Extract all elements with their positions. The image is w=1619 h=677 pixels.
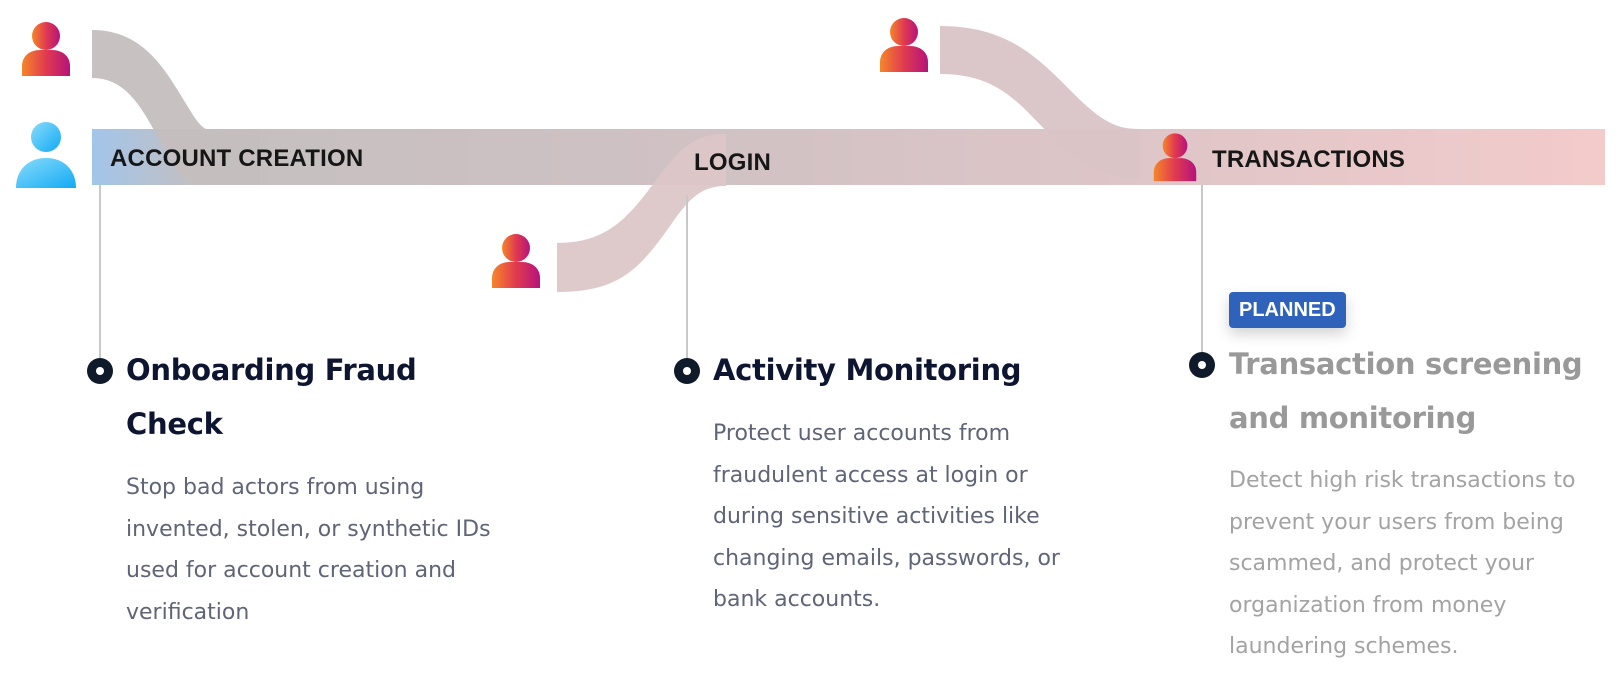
card-description-line: verification	[126, 599, 250, 625]
stage-label-account-creation: ACCOUNT CREATION	[110, 145, 364, 172]
card-description-line: changing emails, passwords, or	[713, 545, 1060, 571]
journey-band	[92, 129, 1605, 185]
card-description-line: laundering schemes.	[1229, 634, 1459, 659]
card-description-line: Stop bad actors from using	[126, 475, 425, 500]
card-description-line: invented, stolen, or synthetic IDs	[126, 516, 491, 542]
bad-actor-stream-account-creation	[92, 30, 260, 185]
card-title-onboarding-fraud-check: Onboarding Fraud Check	[126, 343, 606, 451]
card-description-line: Protect user accounts from	[713, 421, 1011, 446]
connector-line-login	[686, 195, 688, 361]
status-badge-planned: PLANNED	[1229, 292, 1346, 328]
card-title-transaction-screening: Transaction screening and monitoring	[1229, 337, 1619, 445]
bad-actor-user-icon	[880, 18, 928, 72]
card-description-activity-monitoring: Protect user accounts from fraudulent ac…	[713, 413, 1153, 621]
connector-line-account-creation	[99, 185, 101, 361]
card-description-transaction-screening: Detect high risk transactions to prevent…	[1229, 460, 1619, 668]
card-title-line: Onboarding Fraud	[126, 353, 417, 387]
card-title-activity-monitoring: Activity Monitoring	[713, 343, 1173, 397]
stage-label-transactions: TRANSACTIONS	[1212, 146, 1406, 173]
bad-actor-user-icon	[492, 234, 540, 288]
card-description-onboarding-fraud-check: Stop bad actors from using invented, sto…	[126, 467, 566, 633]
card-description-line: Detect high risk transactions to	[1229, 468, 1576, 493]
card-description-line: during sensitive activities like	[713, 504, 1040, 529]
card-title-line: Activity Monitoring	[713, 353, 1022, 387]
timeline-node-login	[674, 358, 700, 384]
card-description-line: used for account creation and	[126, 558, 456, 583]
card-description-line: bank accounts.	[713, 587, 881, 612]
stage-label-login: LOGIN	[694, 149, 771, 176]
card-description-line: fraudulent access at login or	[713, 462, 1028, 488]
card-description-line: prevent your users from being	[1229, 509, 1564, 535]
card-title-line: Transaction screening	[1229, 347, 1583, 381]
card-description-line: scammed, and protect your	[1229, 551, 1535, 576]
bad-actor-stream-login	[557, 134, 726, 292]
legitimate-user-icon	[16, 122, 76, 188]
card-title-line: and monitoring	[1229, 401, 1477, 435]
card-description-line: organization from money	[1229, 592, 1507, 618]
bad-actor-user-icon	[1153, 133, 1197, 182]
bad-actor-stream-transactions	[940, 26, 1140, 178]
connector-line-transactions	[1201, 185, 1203, 355]
card-title-line: Check	[126, 407, 223, 441]
bad-actor-user-icon	[22, 22, 70, 76]
timeline-node-account-creation	[87, 358, 113, 384]
timeline-node-transactions	[1189, 352, 1215, 378]
